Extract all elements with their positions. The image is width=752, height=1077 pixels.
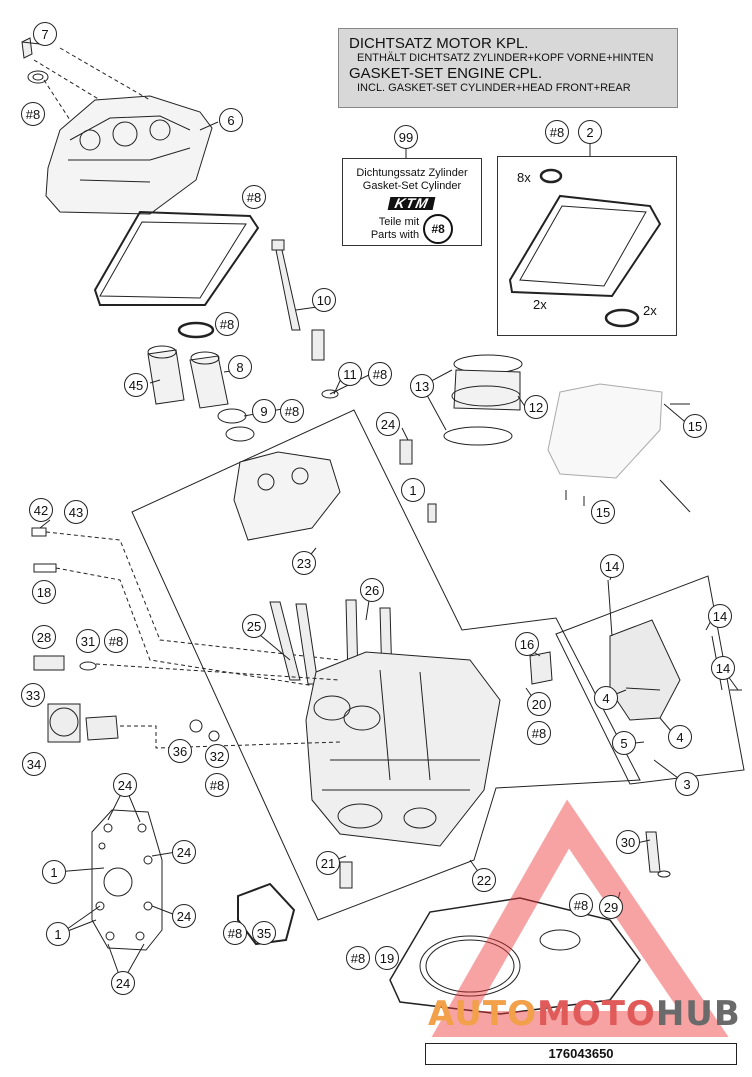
- callout-24[interactable]: 24: [376, 412, 400, 436]
- qty-2x-ring: 2x: [643, 303, 657, 318]
- callout-33[interactable]: 33: [21, 683, 45, 707]
- callout-21[interactable]: 21: [316, 851, 340, 875]
- callout-9[interactable]: 9: [252, 399, 276, 423]
- note-line-2: ENTHÄLT DICHTSATZ ZYLINDER+KOPF VORNE+HI…: [357, 52, 654, 64]
- callout-26[interactable]: 26: [360, 578, 384, 602]
- watermark-text: AUTOMOTOHUB: [428, 994, 741, 1034]
- callout-13[interactable]: 13: [410, 374, 434, 398]
- callout-7[interactable]: 7: [33, 22, 57, 46]
- callout-36[interactable]: 36: [168, 739, 192, 763]
- callout-8-ref[interactable]: #8: [527, 721, 551, 745]
- callout-34[interactable]: 34: [22, 752, 46, 776]
- head-group-outline: [131, 409, 641, 921]
- callout-15[interactable]: 15: [591, 500, 615, 524]
- callout-30[interactable]: 30: [616, 830, 640, 854]
- ktm-logo: KTM: [387, 195, 437, 211]
- kit-line-4: Parts with: [370, 229, 420, 241]
- callout-8-ref[interactable]: #8: [242, 185, 266, 209]
- gasket-kit-box: Dichtungssatz Zylinder Gasket-Set Cylind…: [342, 158, 482, 246]
- callout-8-ref[interactable]: #8: [205, 773, 229, 797]
- gasket-set-sidebox: [497, 156, 677, 336]
- callout-42[interactable]: 42: [29, 498, 53, 522]
- callout-18[interactable]: 18: [32, 580, 56, 604]
- watermark-hub: HUB: [655, 994, 741, 1034]
- kit-line-2: Gasket-Set Cylinder: [362, 180, 462, 192]
- valve-cover: [45, 95, 213, 215]
- callout-99[interactable]: 99: [394, 125, 418, 149]
- callout-8-ref[interactable]: #8: [280, 399, 304, 423]
- callout-1[interactable]: 1: [46, 922, 70, 946]
- callout-35[interactable]: 35: [252, 921, 276, 945]
- callout-14[interactable]: 14: [708, 604, 732, 628]
- note-line-4: INCL. GASKET-SET CYLINDER+HEAD FRONT+REA…: [357, 82, 631, 94]
- callout-16[interactable]: 16: [515, 632, 539, 656]
- callout-8[interactable]: 8: [228, 355, 252, 379]
- callout-6[interactable]: 6: [219, 108, 243, 132]
- part-number: 176043650: [425, 1043, 737, 1065]
- note-line-1: DICHTSATZ MOTOR KPL.: [349, 35, 529, 52]
- callout-45[interactable]: 45: [124, 373, 148, 397]
- qty-2x-gasket: 2x: [533, 297, 547, 312]
- callout-24[interactable]: 24: [172, 840, 196, 864]
- callout-8-ref[interactable]: #8: [569, 893, 593, 917]
- kit-line-3: Teile mit: [378, 216, 420, 228]
- cylinder-head: [305, 651, 501, 847]
- callout-43[interactable]: 43: [64, 500, 88, 524]
- kit-badge-8: #8: [423, 214, 454, 244]
- callout-15[interactable]: 15: [683, 414, 707, 438]
- callout-8-ref[interactable]: #8: [545, 120, 569, 144]
- callout-32[interactable]: 32: [205, 744, 229, 768]
- head-gasket: [389, 897, 641, 1015]
- watermark-triangle: [431, 799, 729, 1037]
- watermark-moto: MOTO: [536, 994, 656, 1034]
- callout-1[interactable]: 1: [42, 860, 66, 884]
- callout-4[interactable]: 4: [668, 725, 692, 749]
- valve-cover-gasket: [93, 210, 260, 306]
- callout-5[interactable]: 5: [612, 731, 636, 755]
- callout-3[interactable]: 3: [675, 772, 699, 796]
- callout-4[interactable]: 4: [594, 686, 618, 710]
- exhaust-gasket: [91, 809, 163, 951]
- callout-11[interactable]: 11: [338, 362, 362, 386]
- callout-8-ref[interactable]: #8: [104, 629, 128, 653]
- callout-24[interactable]: 24: [113, 773, 137, 797]
- callout-22[interactable]: 22: [472, 868, 496, 892]
- qty-8x: 8x: [517, 170, 531, 185]
- callout-29[interactable]: 29: [599, 895, 623, 919]
- callout-20[interactable]: 20: [527, 692, 551, 716]
- watermark-auto: AUTO: [428, 994, 537, 1034]
- callout-23[interactable]: 23: [292, 551, 316, 575]
- kit-line-1: Dichtungssatz Zylinder: [356, 167, 468, 179]
- note-line-3: GASKET-SET ENGINE CPL.: [349, 65, 543, 82]
- callout-8-ref[interactable]: #8: [368, 362, 392, 386]
- callout-24[interactable]: 24: [172, 904, 196, 928]
- callout-2[interactable]: 2: [578, 120, 602, 144]
- callout-8-ref[interactable]: #8: [223, 921, 247, 945]
- callout-14[interactable]: 14: [711, 656, 735, 680]
- callout-1[interactable]: 1: [401, 478, 425, 502]
- callout-31[interactable]: 31: [76, 629, 100, 653]
- callout-25[interactable]: 25: [242, 614, 266, 638]
- callout-8-ref[interactable]: #8: [21, 102, 45, 126]
- callout-14[interactable]: 14: [600, 554, 624, 578]
- gasket-set-note: DICHTSATZ MOTOR KPL. ENTHÄLT DICHTSATZ Z…: [338, 28, 678, 108]
- callout-12[interactable]: 12: [524, 395, 548, 419]
- callout-24[interactable]: 24: [111, 971, 135, 995]
- callout-8-ref[interactable]: #8: [215, 312, 239, 336]
- tensioner-box: [555, 575, 745, 785]
- callout-19[interactable]: 19: [375, 946, 399, 970]
- callout-10[interactable]: 10: [312, 288, 336, 312]
- callout-28[interactable]: 28: [32, 625, 56, 649]
- callout-8-ref[interactable]: #8: [346, 946, 370, 970]
